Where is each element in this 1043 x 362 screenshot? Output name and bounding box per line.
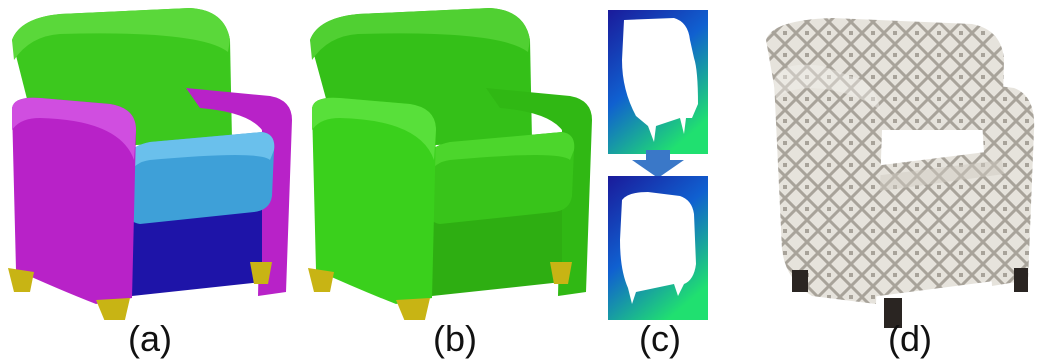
chair-leg-part bbox=[96, 298, 130, 320]
caption-b: (b) bbox=[433, 318, 477, 359]
panel-d-photo-chair bbox=[752, 0, 1043, 330]
chair-base-part bbox=[128, 204, 262, 296]
panel-b-merged-chair bbox=[300, 0, 600, 320]
chair-leg bbox=[792, 270, 808, 292]
merged-chair-illustration bbox=[308, 8, 592, 320]
chair-leg bbox=[884, 298, 902, 328]
depth-map-illustration bbox=[608, 10, 708, 320]
chair-left-arm-part bbox=[12, 97, 136, 304]
caption-c: (c) bbox=[639, 318, 681, 359]
panel-c-depth-maps bbox=[608, 0, 712, 320]
segmented-chair-illustration bbox=[8, 8, 292, 320]
chair-leg-part bbox=[250, 262, 272, 284]
patterned-armchair-photo bbox=[766, 18, 1035, 328]
chair-leg bbox=[1014, 268, 1028, 292]
panel-a-segmented-chair bbox=[0, 0, 300, 320]
caption-a: (a) bbox=[128, 318, 172, 359]
caption-d: (d) bbox=[888, 318, 932, 359]
arrow-down-icon bbox=[632, 150, 684, 178]
chair-leg-part bbox=[8, 268, 34, 292]
